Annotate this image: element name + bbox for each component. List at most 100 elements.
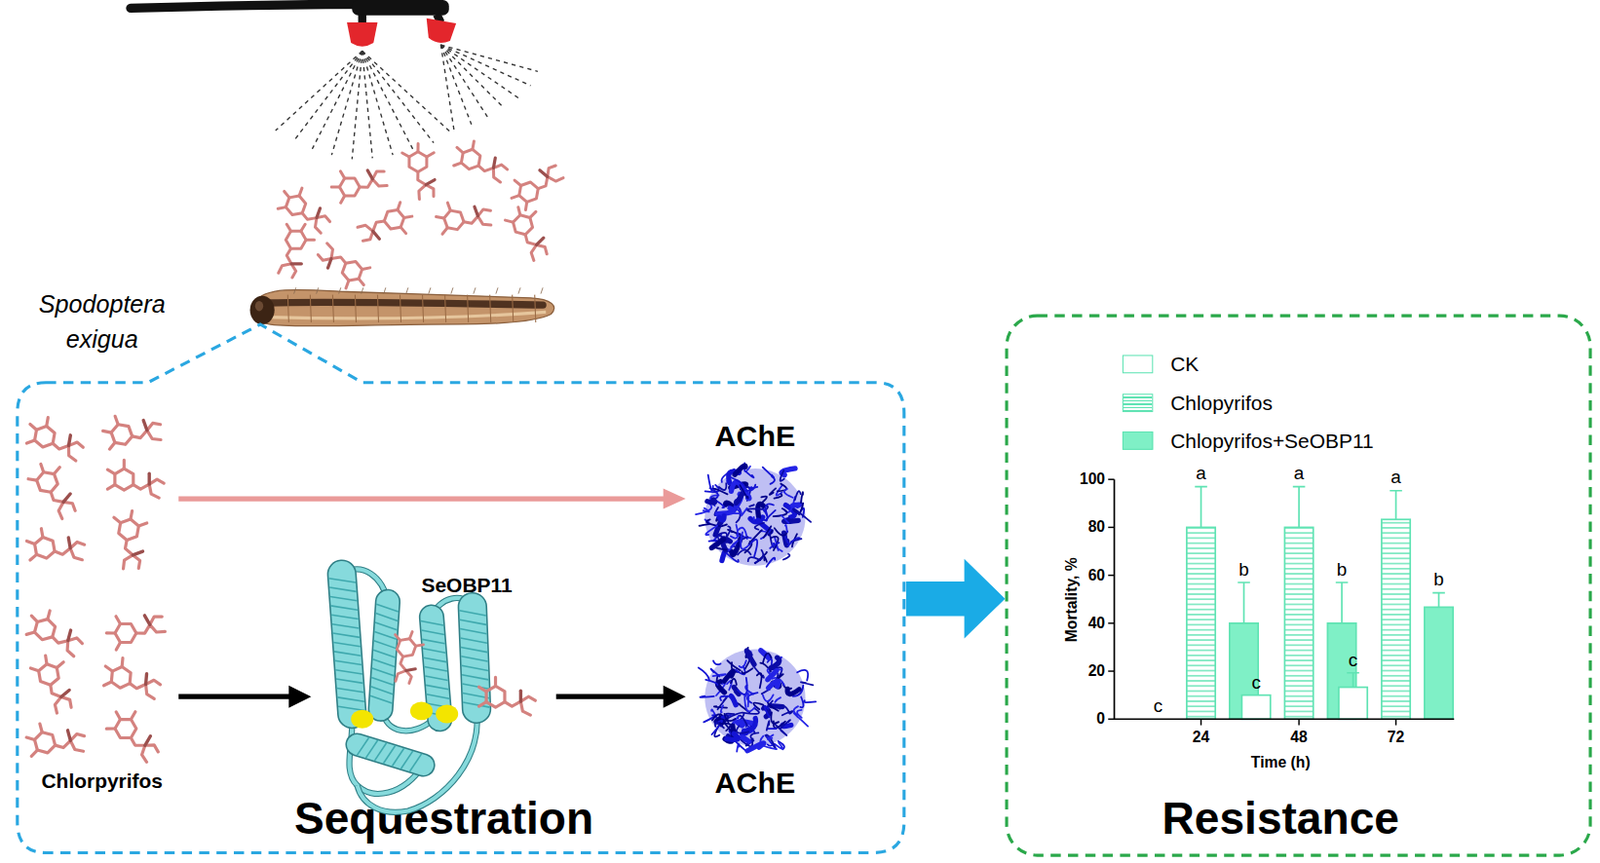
chlorpyrifos-molecule [24, 649, 90, 718]
double-bond [145, 736, 151, 746]
helix-turn [461, 684, 489, 689]
helix-turn [365, 740, 378, 759]
axis-tick [1107, 574, 1114, 576]
protein-strand [750, 732, 759, 741]
double-bond [132, 551, 143, 556]
body-segment [467, 295, 469, 323]
chlorpyrifos-molecule [452, 138, 511, 184]
protein-strand [774, 697, 781, 703]
protein-strand [737, 678, 748, 695]
binding-residue [350, 710, 374, 729]
protein-strand [783, 554, 791, 561]
body-segment [534, 295, 536, 323]
body-hair [406, 287, 409, 294]
ache-protein: AChE [685, 419, 825, 584]
protein-strand [794, 509, 811, 523]
alpha-helix [328, 574, 365, 715]
helix-turn [460, 656, 488, 662]
axis-title: Mortality, % [1063, 557, 1080, 643]
protein-strand [762, 694, 774, 702]
bar [1241, 695, 1270, 721]
protein-strand [720, 696, 728, 701]
protein-strand [770, 536, 778, 551]
protein-strand [734, 465, 746, 475]
double-bond [68, 630, 72, 642]
protein-strand [779, 720, 791, 729]
protein-strand [736, 725, 750, 733]
significance-letter: c [1153, 696, 1163, 718]
bar [1284, 527, 1313, 720]
helix-turn [460, 647, 488, 652]
node-label: SeOBP11 [420, 574, 518, 598]
protein-strand [766, 558, 776, 568]
protein-strand [742, 737, 750, 742]
ring-bond [285, 230, 306, 249]
side-bond [504, 151, 567, 216]
chlorpyrifos-molecule [25, 522, 88, 570]
spray-line [440, 44, 531, 86]
legend-label: Chlopyrifos+SeOBP11 [1170, 428, 1374, 454]
node-label: Sequestration [239, 794, 648, 844]
protein-strand [780, 470, 785, 482]
helix-turn [375, 622, 398, 631]
double-bond [144, 674, 149, 686]
protein-strand [718, 682, 725, 693]
protein-strand [741, 668, 753, 674]
spray-line [294, 50, 363, 141]
chlorpyrifos-molecule [432, 190, 496, 242]
protein-strand [779, 706, 790, 714]
chlorpyrifos-molecule [387, 630, 430, 686]
body-segment [332, 295, 334, 323]
body-hair [294, 287, 297, 294]
chlorpyrifos-molecule [24, 714, 89, 765]
caterpillar-body [252, 289, 554, 326]
significance-letter: a [1294, 464, 1304, 486]
protein-strand [699, 524, 710, 527]
helix-turn [391, 748, 404, 766]
node-label: AChE [685, 419, 825, 453]
head-highlight [255, 301, 264, 311]
callout-outline [17, 324, 905, 853]
protein-strand [768, 681, 779, 688]
helix-turn [420, 630, 444, 635]
axis-tick [1297, 719, 1299, 725]
helix-turn [376, 613, 399, 622]
significance-letter: a [1390, 468, 1401, 490]
protein-strand [721, 705, 724, 713]
double-bond [373, 230, 381, 239]
chlorpyrifos-molecule [327, 152, 392, 210]
helix-turn [421, 639, 445, 644]
ring-bond [486, 685, 505, 708]
protein-body [704, 468, 805, 567]
double-bond [536, 237, 544, 245]
side-bond [25, 522, 88, 570]
spray-line [362, 50, 452, 133]
side-bond [394, 139, 453, 204]
helix-outline [380, 602, 388, 710]
helix-turn [400, 751, 413, 769]
protein-strand [711, 539, 724, 549]
significance-letter: b [1336, 560, 1347, 581]
helix-turn [374, 743, 386, 762]
helix-turn [356, 737, 369, 756]
error-bar [1237, 582, 1251, 624]
axis-tick [1107, 622, 1114, 624]
body-segment [422, 295, 424, 323]
helix-turn [460, 638, 488, 644]
helix-turn [328, 578, 356, 583]
sequestration-panel: SequestrationChlorpyrifosAChESeOBP11AChE [15, 324, 907, 856]
spray-line [362, 50, 393, 155]
helix-turn [371, 686, 394, 695]
body-hair [540, 287, 543, 294]
double-bond [148, 473, 152, 485]
helix-turn [335, 670, 363, 675]
body-hair [518, 287, 521, 294]
side-bond [24, 649, 90, 718]
protein-strand [781, 515, 789, 524]
helix-turn [331, 606, 359, 610]
protein-strand [713, 660, 721, 665]
side-bond [432, 190, 496, 242]
spray-line [440, 44, 519, 98]
chlorpyrifos-molecule [99, 402, 165, 458]
protein-strand [727, 526, 731, 536]
